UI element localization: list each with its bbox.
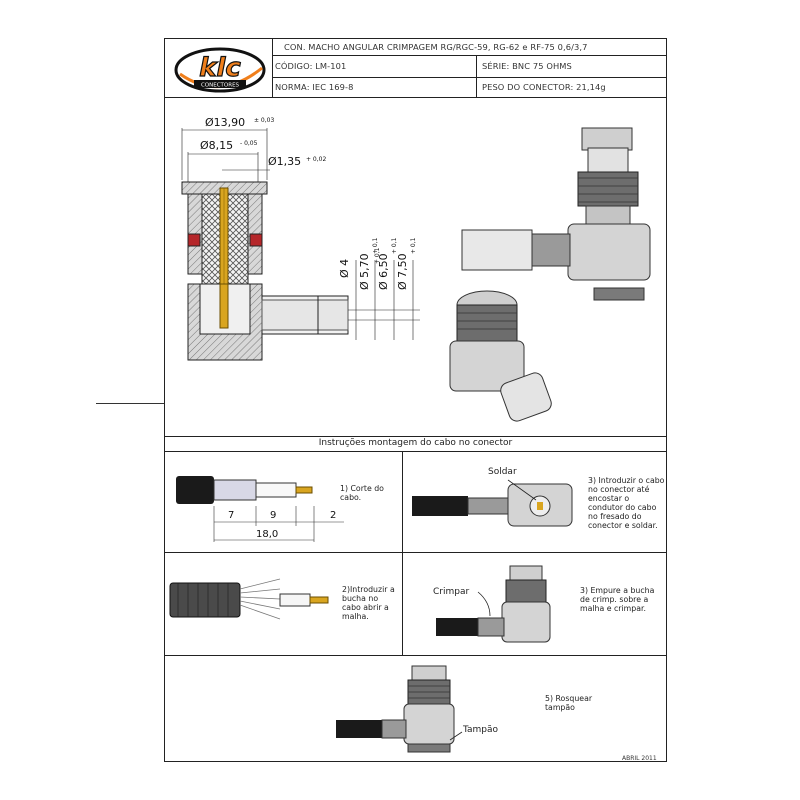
step5-drawing — [334, 664, 474, 756]
step5-text: 5) Rosquear tampão — [545, 694, 593, 712]
step4-text: 3) Empure a bucha de crimp. sobre a malh… — [580, 586, 655, 613]
peso-field: PESO DO CONECTOR: 21,14g — [482, 82, 606, 92]
dim-1-35: Ø1,35 — [268, 155, 302, 168]
step3-text: 3) Introduzir o cabo no conector até enc… — [588, 476, 665, 530]
dim-7-50: Ø 7,50 — [396, 253, 409, 290]
connector-3d-view-top — [458, 120, 658, 305]
dim-6-50-tol: + 0,1 — [391, 237, 398, 254]
connector-3d-view-angled — [432, 285, 562, 430]
margin-rule — [96, 403, 164, 404]
dim-1-35-tol: + 0,02 — [306, 156, 327, 163]
logo-brand-text: klc — [199, 53, 241, 83]
instr-rule-title — [164, 451, 667, 452]
dim-5-70: Ø 5,70 — [358, 253, 371, 290]
codigo-field: CÓDIGO: LM-101 — [275, 61, 347, 71]
instr-divider — [402, 451, 403, 655]
instructions-title: Instruções montagem do cabo no conector — [318, 438, 513, 448]
dim-4: Ø 4 — [338, 258, 351, 278]
header-divider-mid — [476, 55, 477, 97]
instr-rule-row3 — [164, 655, 667, 656]
step1-dim-2: 2 — [330, 510, 337, 521]
header-rule-2 — [272, 77, 667, 78]
cross-section-drawing — [170, 110, 440, 380]
step3-drawing — [408, 472, 583, 532]
klc-logo: klc CONECTORES — [172, 44, 268, 94]
serie-field: SÉRIE: BNC 75 OHMS — [482, 61, 572, 71]
step5-label-tampao: Tampão — [463, 725, 499, 735]
dim-5-70-tol: + 0,1 — [372, 237, 379, 254]
norma-field: NORMA: IEC 169-8 — [275, 82, 354, 92]
step1-dim-7: 7 — [228, 510, 235, 521]
dim-6-50: Ø 6,50 — [377, 253, 390, 290]
step2-cable-drawing — [168, 575, 338, 625]
step2-text: 2)Introduzir a bucha no cabo abrir a mal… — [342, 585, 395, 621]
dim-7-50-tol: + 0,1 — [410, 237, 417, 254]
step1-text: 1) Corte do cabo. — [340, 484, 384, 502]
dim-13-90: Ø13,90 — [205, 116, 246, 129]
header-rule-1 — [272, 55, 667, 56]
step1-dim-9: 9 — [270, 510, 277, 521]
logo-sub-text: CONECTORES — [201, 83, 240, 89]
dim-13-90-tol: ± 0,03 — [254, 117, 275, 124]
footer-date: ABRIL 2011 — [622, 755, 657, 762]
dim-8-15: Ø8,15 — [200, 139, 234, 152]
dim-8-15-tol: - 0,05 — [240, 140, 258, 147]
instr-rule-top — [164, 436, 667, 437]
step1-cable-drawing — [174, 470, 364, 545]
header-rule-3 — [164, 97, 667, 98]
instr-rule-row2 — [164, 552, 667, 553]
step4-drawing — [434, 562, 554, 647]
step4-label-crimpar: Crimpar — [433, 587, 470, 597]
drawing-sheet — [164, 38, 667, 762]
step1-dim-total: 18,0 — [256, 529, 279, 540]
step3-label-soldar: Soldar — [488, 467, 517, 477]
product-title: CON. MACHO ANGULAR CRIMPAGEM RG/RGC-59, … — [284, 42, 588, 52]
header-divider-logo — [272, 38, 273, 97]
